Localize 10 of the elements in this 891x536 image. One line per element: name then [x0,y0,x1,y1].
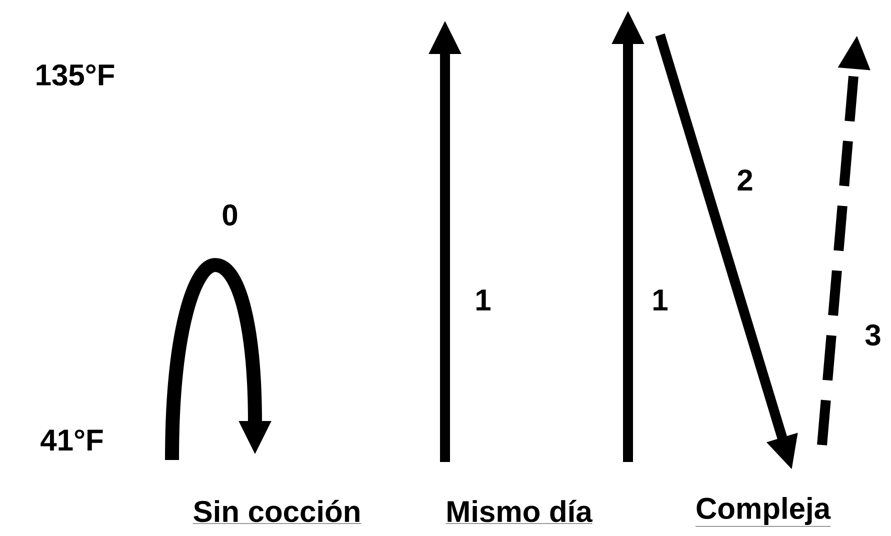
step-number: 2 [738,170,752,190]
step-number: 1 [476,290,491,310]
temperature-label: 41°F [40,430,103,450]
step-number: 3 [865,324,880,346]
step-number: 1 [654,290,668,310]
category-label: Mismo día [445,500,593,524]
step-number: 0 [222,204,238,226]
category-label: Compleja [695,497,831,527]
category-label: Sin cocción [192,500,362,524]
temperature-label: 135°F [36,64,114,86]
